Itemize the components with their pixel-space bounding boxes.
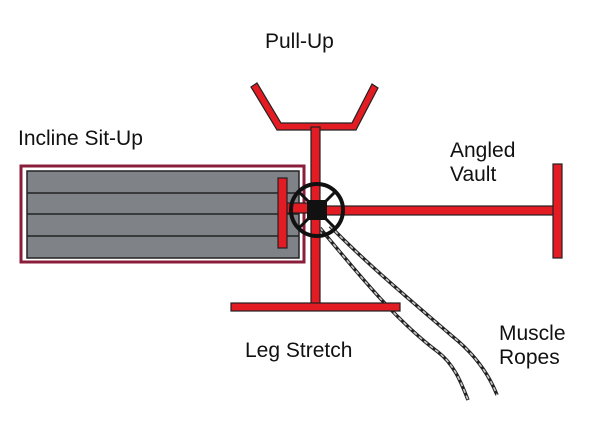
sit-up-upright — [277, 177, 288, 249]
angled-vault-arm — [319, 205, 558, 216]
label-angled-vault: Angled Vault — [450, 139, 515, 187]
rope-outline — [318, 226, 470, 401]
label-leg-stretch: Leg Stretch — [245, 339, 353, 362]
angled-vault-end-post — [552, 163, 563, 259]
muscle-ropes — [318, 224, 499, 401]
hub-center-block — [307, 200, 327, 220]
incline-sit-up-board — [19, 164, 306, 264]
label-muscle-ropes-line2: Ropes — [499, 346, 560, 369]
label-angled-vault-line1: Angled — [450, 139, 516, 162]
label-angled-vault-line2: Vault — [450, 163, 497, 186]
hub-wheel-rim — [289, 182, 345, 238]
pull-up-yoke — [250, 82, 379, 131]
rope-strand — [329, 225, 498, 396]
rope-strand — [319, 227, 469, 401]
label-incline-sit-up: Incline Sit-Up — [18, 127, 143, 150]
wheel-hub-icon — [289, 182, 345, 238]
label-muscle-ropes: Muscle Ropes — [499, 322, 566, 370]
steel-frame — [230, 82, 563, 312]
label-muscle-ropes-line1: Muscle — [499, 322, 566, 345]
leg-stretch-bar — [230, 302, 401, 312]
label-pull-up: Pull-Up — [265, 30, 334, 53]
